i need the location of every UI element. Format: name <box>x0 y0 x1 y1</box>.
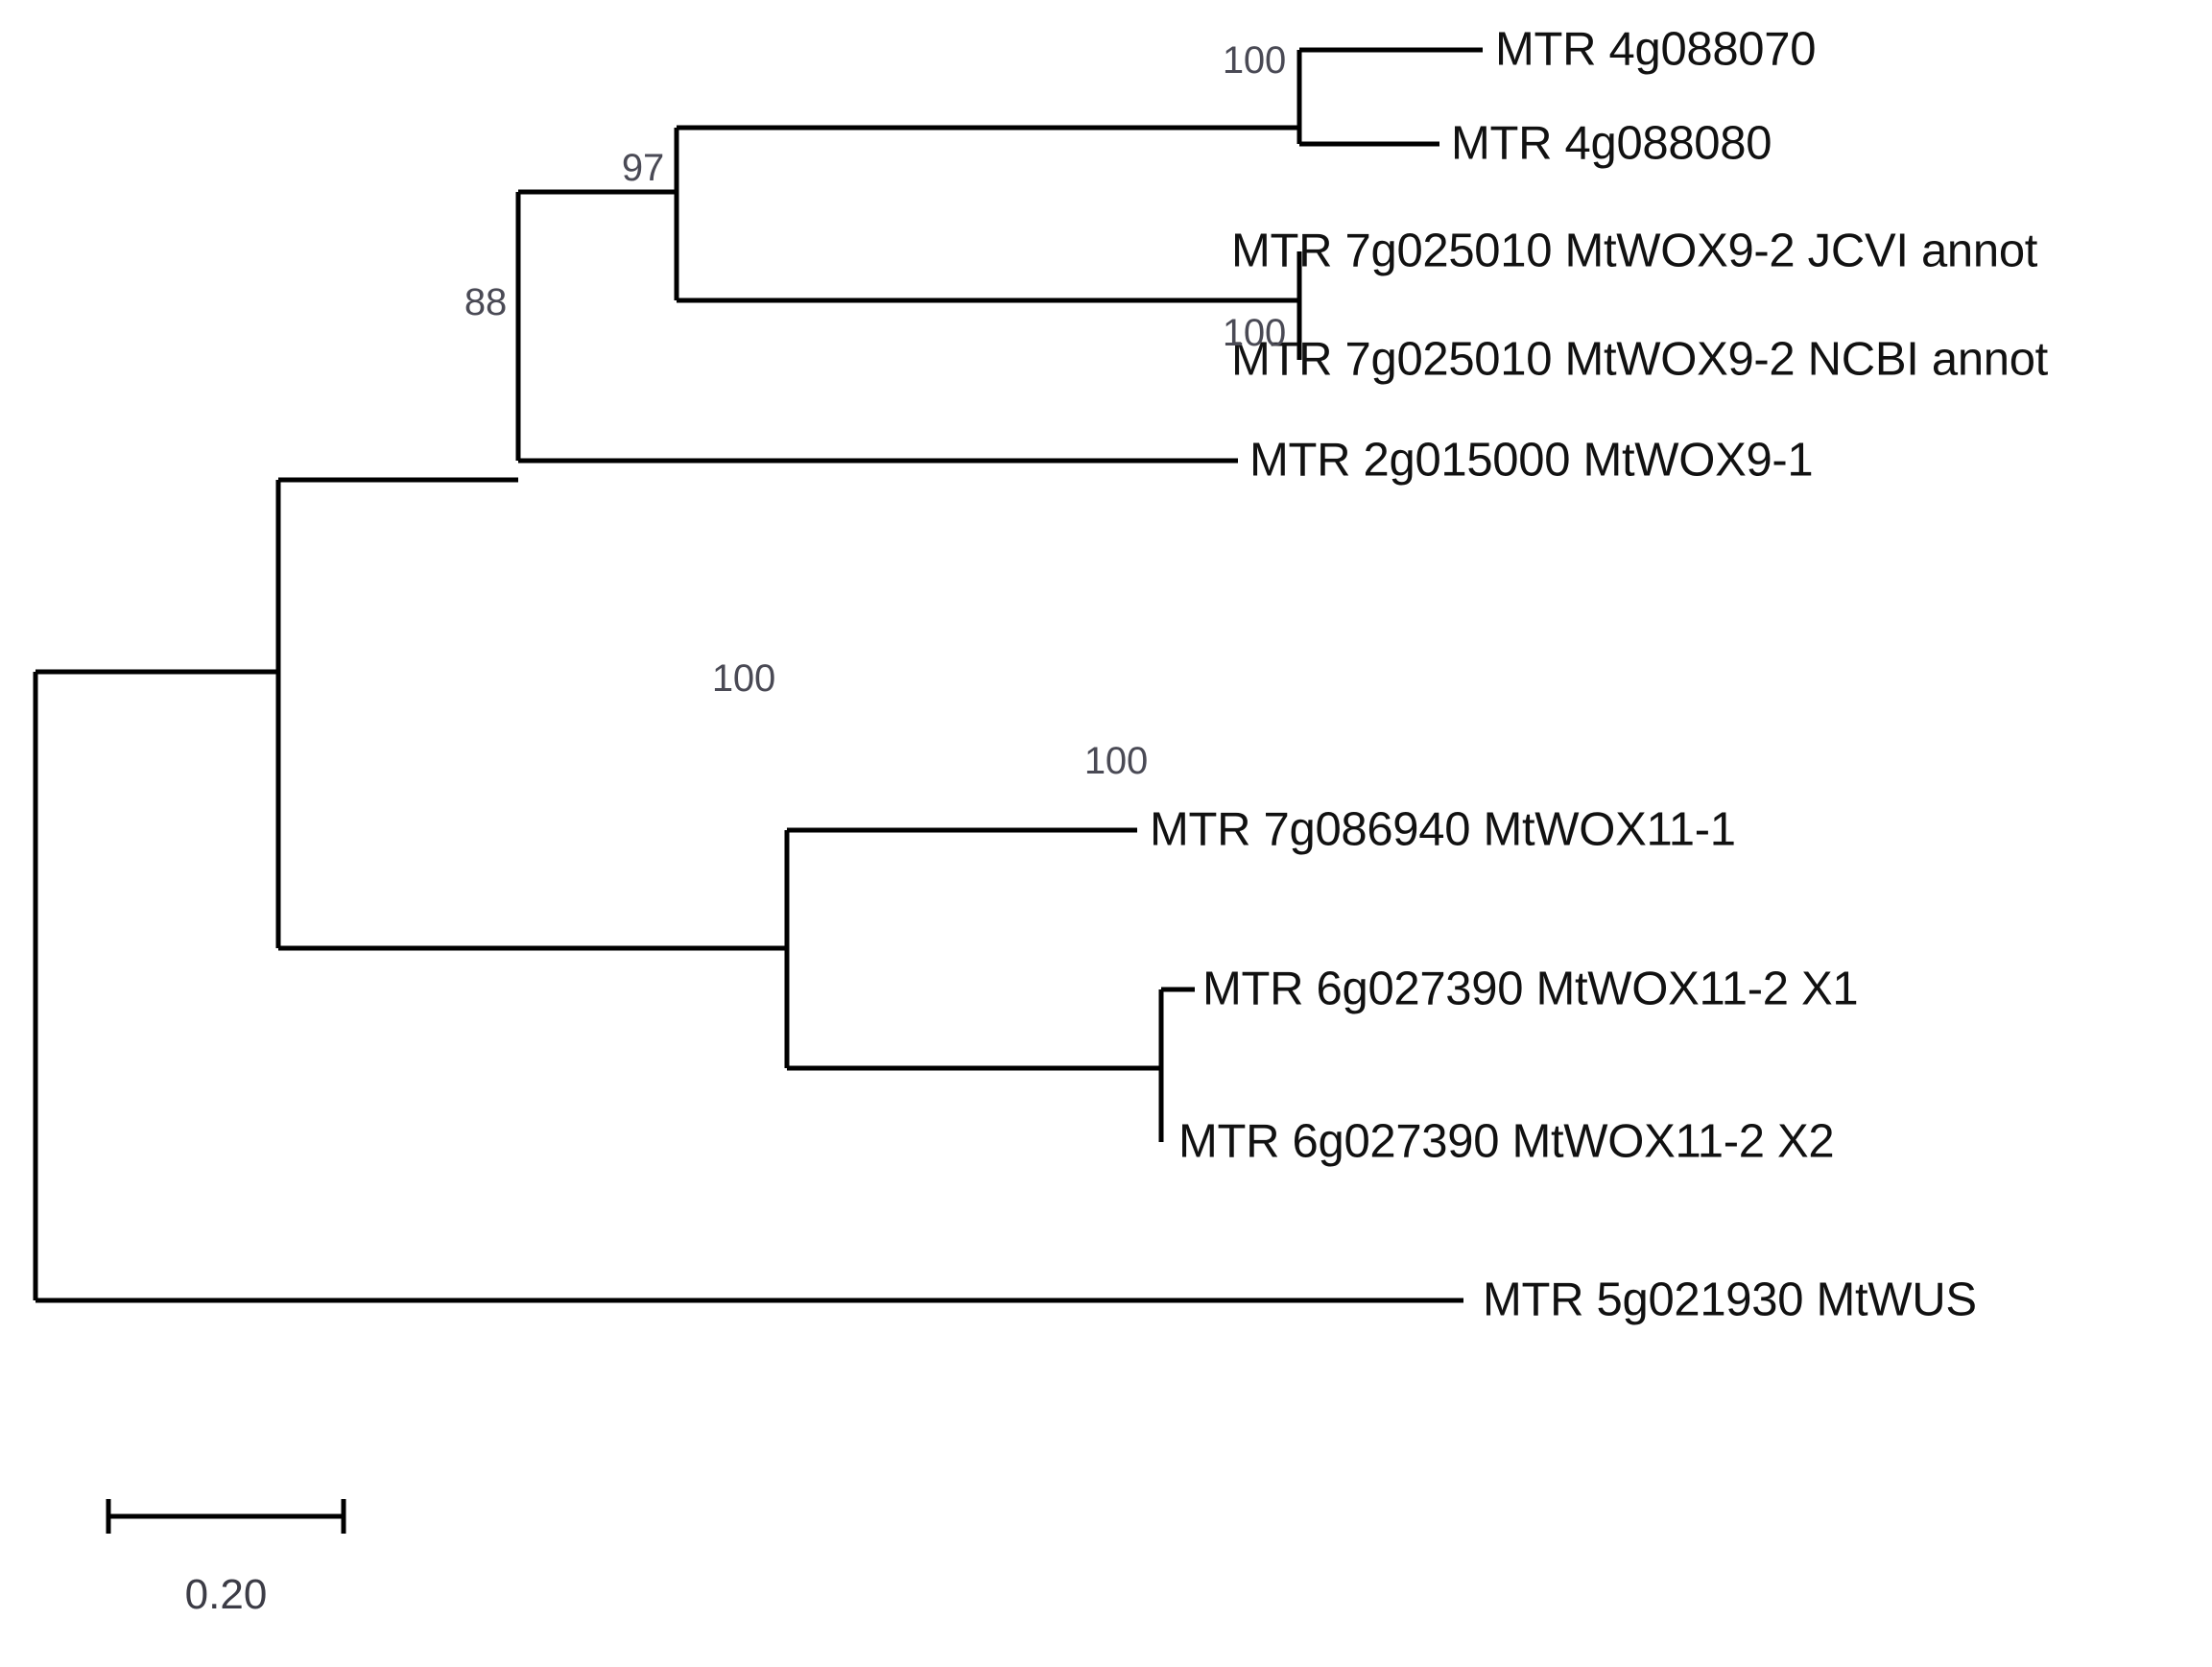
support-value-n_088: 100 <box>1222 39 1286 82</box>
taxon-label-t9: MTR 5g021930 MtWUS <box>1483 1274 1977 1326</box>
taxon-label-t6: MTR 7g086940 MtWOX11-1 <box>1150 803 1736 856</box>
taxon-label-t4: MTR 7g025010 MtWOX9-2 NCBI annot <box>1231 333 2048 386</box>
taxon-label-t8: MTR 6g027390 MtWOX11-2 X2 <box>1178 1115 1835 1168</box>
taxon-label-t2: MTR 4g088080 <box>1451 117 1772 170</box>
branch-layer <box>33 47 1483 1303</box>
support-value-n_9_2: 100 <box>1222 312 1286 354</box>
scale-bar-label: 0.20 <box>184 1571 268 1618</box>
taxon-label-t7: MTR 6g027390 MtWOX11-2 X1 <box>1202 963 1859 1015</box>
taxon-label-t3: MTR 7g025010 MtWOX9-2 JCVI annot <box>1231 225 2038 277</box>
scale-bar-layer <box>106 1499 346 1534</box>
taxon-label-t1: MTR 4g088070 <box>1495 23 1817 76</box>
support-value-n_x1x2: 100 <box>1083 740 1148 782</box>
support-value-n_wox9: 88 <box>464 281 507 323</box>
support-value-n_97: 97 <box>621 147 664 189</box>
taxon-label-t5: MTR 2g015000 MtWOX9-1 <box>1249 434 1814 487</box>
support-value-n_wox11: 100 <box>711 657 775 700</box>
